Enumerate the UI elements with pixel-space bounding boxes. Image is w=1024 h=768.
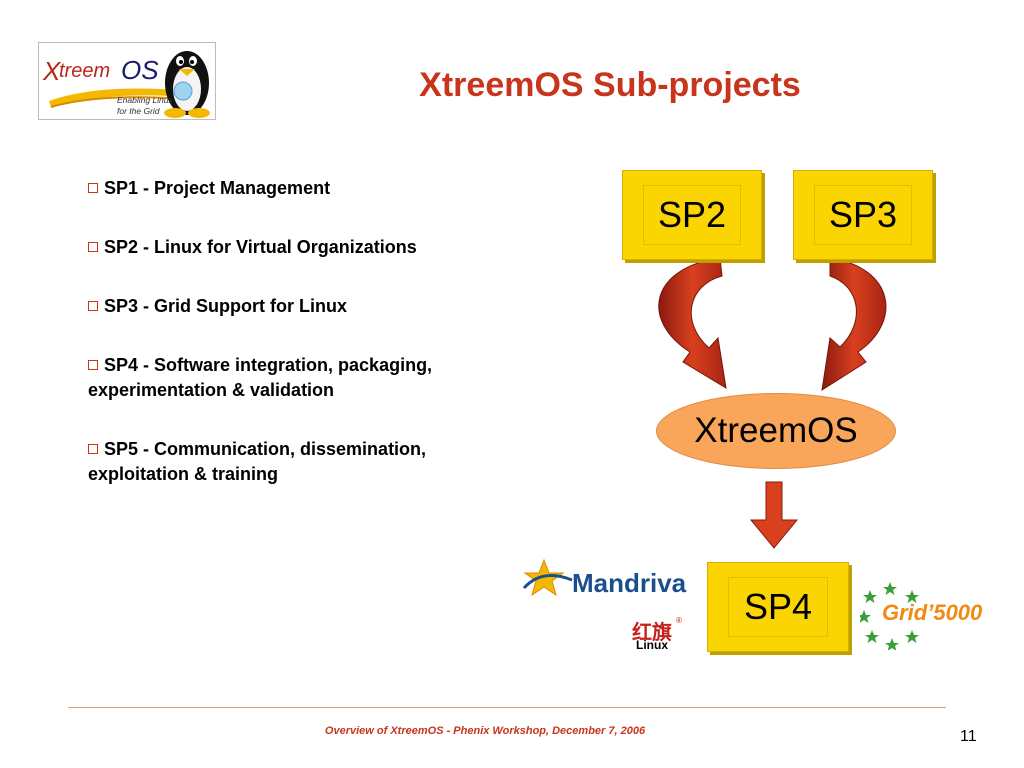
- checkbox-bullet-icon: [88, 301, 98, 311]
- curved-arrow-right: [821, 257, 887, 392]
- bullet-sp5: SP5 - Communication, dissemination, expl…: [88, 439, 427, 484]
- checkbox-bullet-icon: [88, 444, 98, 454]
- sp2-box: SP2: [622, 170, 762, 260]
- down-arrow: [749, 481, 799, 549]
- logo-tagline-line1: Enabling Linux: [117, 95, 173, 105]
- sp4-box: SP4: [707, 562, 849, 652]
- tux-penguin-icon: [164, 51, 210, 118]
- grid5000-logo-text: Grid’5000: [882, 600, 983, 625]
- footer-text: Overview of XtreemOS - Phenix Workshop, …: [324, 725, 646, 737]
- logo-tagline-line2: for the Grid: [117, 106, 160, 116]
- grid5000-stars-icon: [860, 582, 919, 650]
- checkbox-bullet-icon: [88, 242, 98, 252]
- xtreemos-logo: X treem OS Enabling Linux for the Grid: [38, 42, 216, 120]
- checkbox-bullet-icon: [88, 360, 98, 370]
- page-number: 11: [960, 728, 977, 745]
- xtreemos-ellipse: XtreemOS: [656, 393, 896, 469]
- redflag-registered-mark: ®: [676, 616, 682, 625]
- logo-word-treem: treem: [59, 60, 111, 82]
- logo-graphic: [49, 51, 210, 118]
- bullet-sp2: SP2 - Linux for Virtual Organizations: [88, 235, 438, 260]
- redflag-logo-chars: 红旗: [632, 622, 672, 644]
- logo-letter-x: X: [43, 56, 61, 86]
- sp3-label: SP3: [814, 185, 912, 245]
- bullet-sp3: SP3 - Grid Support for Linux: [88, 294, 438, 319]
- bullet-sp1: SP1 - Project Management: [88, 176, 438, 201]
- redflag-logo-linux: Linux: [636, 638, 668, 652]
- checkbox-bullet-icon: [88, 183, 98, 193]
- logo-word-os: OS: [121, 55, 159, 85]
- curved-arrow-left: [658, 257, 727, 389]
- mandriva-star-icon: [522, 558, 573, 597]
- slide-title: XtreemOS Sub-projects: [419, 66, 801, 104]
- footer-divider: [68, 707, 946, 708]
- mandriva-logo-text: Mandriva: [572, 568, 687, 598]
- bullet-list: SP1 - Project Management SP2 - Linux for…: [88, 176, 438, 521]
- sp2-label: SP2: [643, 185, 741, 245]
- sp4-label: SP4: [728, 577, 828, 637]
- sp3-box: SP3: [793, 170, 933, 260]
- bullet-sp4: SP4 - Software integration, packaging, e…: [88, 355, 433, 400]
